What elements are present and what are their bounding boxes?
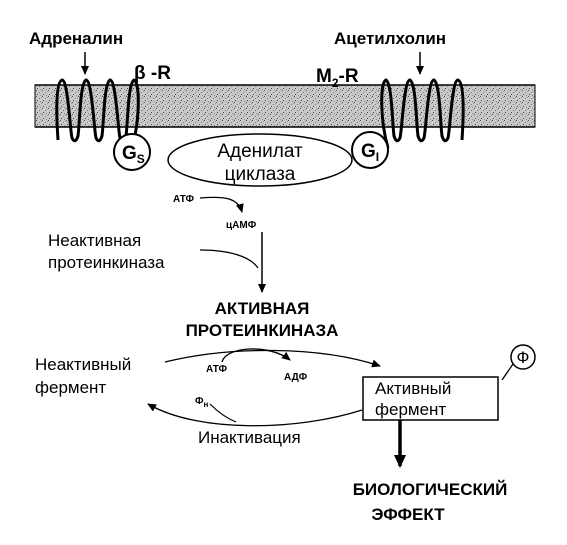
phosphate-link — [501, 363, 514, 381]
m2-receptor-sub: 2 — [332, 76, 339, 90]
active-kinase-line2: ПРОТЕИНКИНАЗА — [186, 321, 339, 340]
atp-label-1: АТФ — [173, 194, 194, 205]
adenylate-cyclase-ellipse — [167, 133, 353, 187]
gs-protein-label: GS — [122, 143, 145, 166]
inorganic-phosphate-main: Ф — [195, 396, 204, 407]
m2-receptor-main: M — [316, 66, 332, 87]
inactivation-arc — [147, 403, 363, 427]
gi-protein-circle — [351, 131, 389, 169]
m2-receptor-coil — [380, 78, 465, 149]
atp-label-2: АТФ — [206, 364, 227, 375]
m2-receptor-suffix: -R — [339, 66, 359, 87]
gs-protein-circle — [113, 133, 151, 171]
atp-to-camp-arrow — [199, 196, 244, 213]
inactive-enzyme-line2: фермент — [35, 378, 106, 397]
gs-main: G — [122, 143, 137, 164]
kinase-curve-arrow — [199, 249, 259, 269]
m2-receptor-label: M2-R — [316, 66, 359, 90]
gi-sub: I — [376, 150, 379, 164]
phosphate-circle — [510, 344, 536, 370]
atp-to-adp-arrow — [221, 348, 291, 363]
gs-sub: S — [137, 152, 145, 166]
inactive-enzyme-line1: Неактивный — [35, 355, 131, 374]
bio-effect-line1: БИОЛОГИЧЕСКИЙ — [353, 480, 508, 499]
acetylcholine-label: Ацетилхолин — [334, 29, 446, 48]
adenylate-cyclase-line2: циклаза — [225, 164, 296, 185]
phosphate-label: Ф — [517, 348, 530, 367]
beta-receptor-coil — [55, 78, 140, 149]
inorganic-phosphate-label: Фн — [195, 396, 209, 409]
active-kinase-line1: АКТИВНАЯ — [215, 299, 310, 318]
active-enzyme-box — [362, 376, 499, 421]
inactive-kinase-line1: Неактивная — [48, 231, 141, 250]
adenylate-cyclase-line1: Аденилат — [217, 141, 303, 162]
beta-receptor-label: β -R — [134, 63, 171, 84]
phosphate-release-curve — [209, 403, 237, 423]
inactivation-label: Инактивация — [198, 428, 301, 447]
gi-protein-label: GI — [361, 141, 379, 164]
active-enzyme-line1: Активный — [375, 379, 451, 398]
adrenaline-label: Адреналин — [29, 29, 123, 48]
active-enzyme-line2: фермент — [375, 400, 446, 419]
inorganic-phosphate-sub: н — [204, 400, 209, 409]
adp-label: АДФ — [284, 372, 308, 383]
camp-label: цАМФ — [226, 220, 257, 231]
cell-membrane — [34, 84, 536, 128]
bio-effect-line2: ЭФФЕКТ — [371, 505, 445, 524]
gi-main: G — [361, 141, 376, 162]
inactive-kinase-line2: протеинкиназа — [48, 253, 165, 272]
activation-arc — [164, 349, 381, 368]
